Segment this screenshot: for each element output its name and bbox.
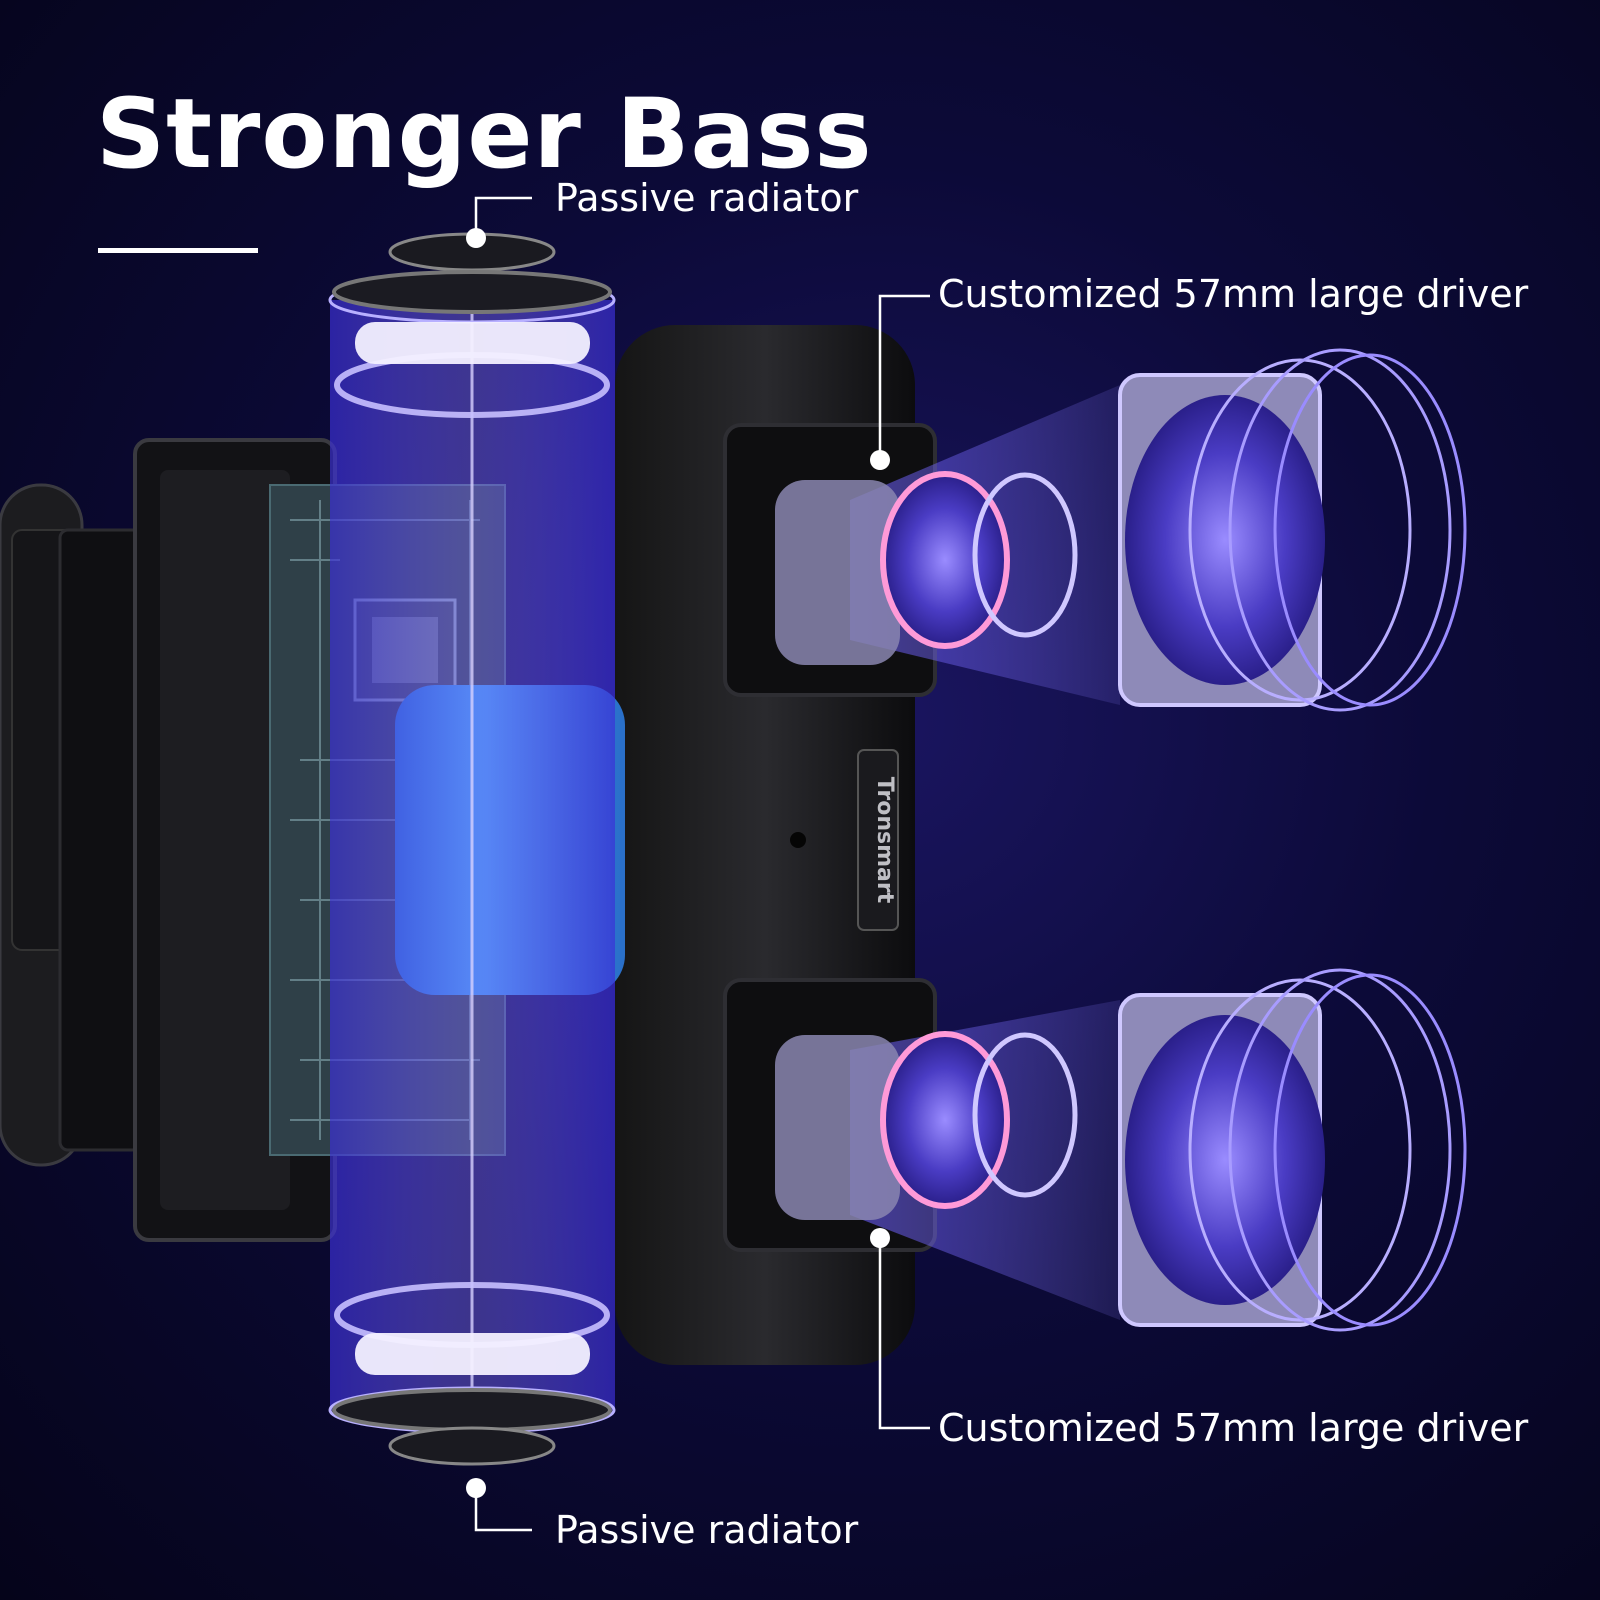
passive-radiator-icon [332, 232, 612, 1466]
headline: Stronger Bass [96, 78, 873, 190]
headline-underline [98, 248, 258, 253]
callout-leader-lines [474, 196, 930, 1532]
callout-bottom-radiator: Passive radiator [555, 1508, 859, 1552]
acoustic-chamber-tube [328, 276, 616, 1434]
brand-logo-text: Tronsmart [872, 777, 897, 904]
callout-dots [466, 228, 890, 1498]
speaker-driver-icon [775, 348, 1467, 1332]
callout-bottom-driver: Customized 57mm large driver [938, 1406, 1529, 1450]
callout-top-driver: Customized 57mm large driver [938, 272, 1529, 316]
callout-top-radiator: Passive radiator [555, 176, 859, 220]
